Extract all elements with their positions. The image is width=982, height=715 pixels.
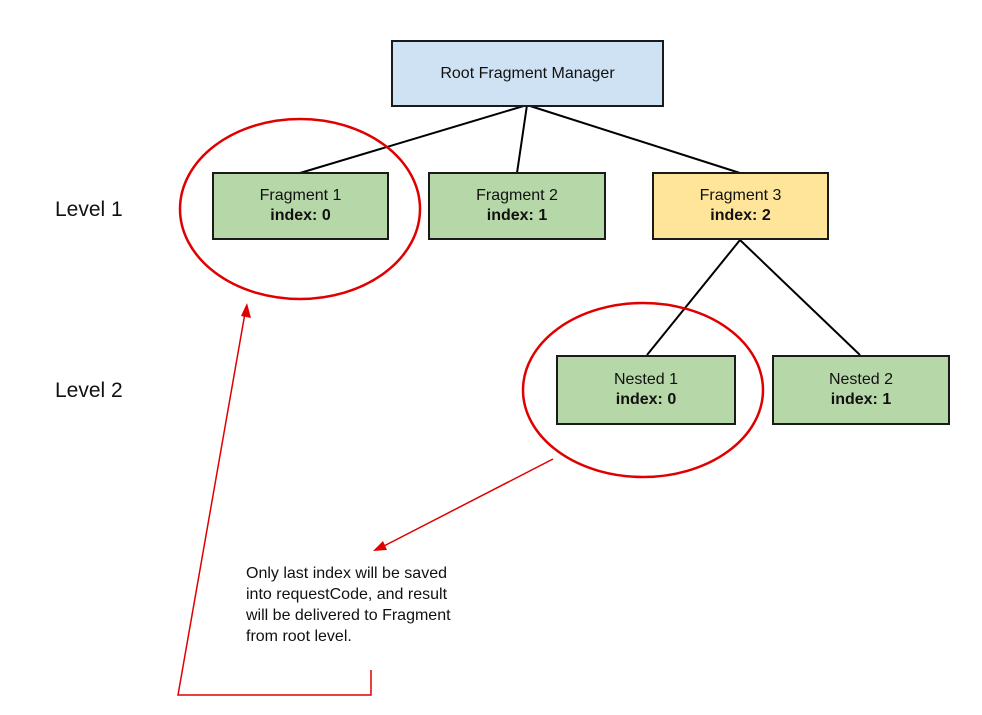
level-1-label: Level 1 [55, 198, 123, 221]
root-fragment-manager-label: Root Fragment Manager [440, 64, 615, 82]
highlight-ellipse-fragment1 [178, 117, 422, 301]
annotation-line-1: Only last index will be saved [246, 565, 447, 582]
annotation-line-2: into requestCode, and result [246, 586, 448, 603]
annotation-line-3: will be delivered to Fragment [246, 607, 451, 624]
annotation-note: Only last index will be saved into reque… [246, 563, 506, 647]
nested-2-name: Nested 2 [828, 371, 894, 388]
fragment-2-index: index: 1 [486, 207, 548, 224]
annotation-line-4: from root level. [246, 628, 352, 645]
nested-2-node: Nested 2 index: 1 [772, 355, 950, 425]
fragment-3-node: Fragment 3 index: 2 [652, 172, 829, 240]
edge-fragment3-nested1 [646, 239, 741, 356]
return-arrow-path [177, 312, 372, 696]
nested-1-name: Nested 1 [613, 371, 679, 388]
nested-2-index: index: 1 [830, 391, 892, 408]
edge-root-fragment2 [516, 104, 528, 174]
fragment-2-node: Fragment 2 index: 1 [428, 172, 606, 240]
root-fragment-manager-node: Root Fragment Manager [391, 40, 664, 107]
edge-root-fragment1 [299, 104, 528, 174]
fragment-3-index: index: 2 [710, 207, 771, 224]
edge-fragment3-nested2 [739, 239, 861, 356]
fragment-3-name: Fragment 3 [699, 187, 782, 204]
highlight-ellipse-nested1 [521, 301, 765, 479]
fragment-1-index: index: 0 [270, 207, 331, 224]
fragment-1-name: Fragment 1 [259, 187, 342, 204]
arrow-to-note-head [373, 541, 387, 551]
return-arrow-head [241, 303, 251, 318]
fragment-1-node: Fragment 1 index: 0 [212, 172, 389, 240]
nested-1-index: index: 0 [615, 391, 677, 408]
level-2-label: Level 2 [55, 379, 123, 402]
arrow-to-note [381, 458, 554, 548]
nested-1-node: Nested 1 index: 0 [556, 355, 736, 425]
edge-root-fragment3 [526, 104, 741, 174]
fragment-2-name: Fragment 2 [476, 187, 558, 204]
